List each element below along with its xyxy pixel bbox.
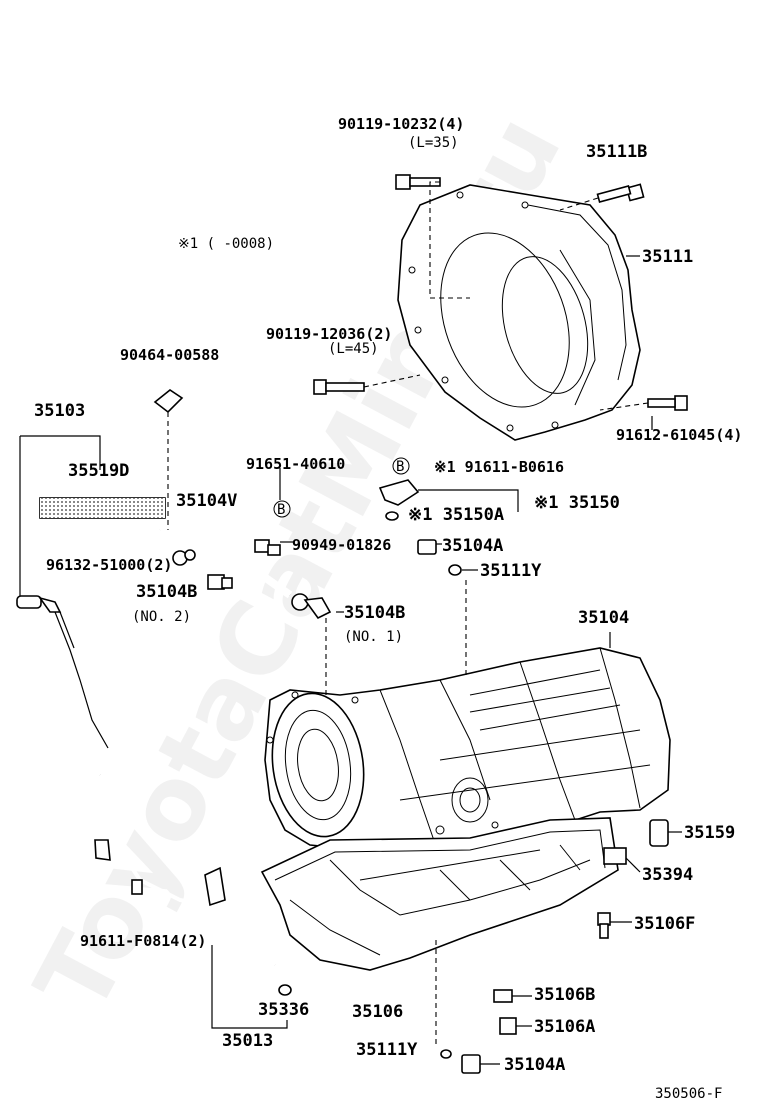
label-35394: 35394 — [642, 865, 693, 885]
bolt-35106F-icon — [597, 912, 611, 939]
label-35104B-no2: 35104B — [136, 582, 197, 602]
label-90119-12036: 90119-12036(2) — [266, 325, 392, 343]
plug-35159-icon — [649, 819, 669, 847]
breather-hose-drawing — [159, 525, 309, 611]
label-35336: 35336 — [258, 1000, 309, 1020]
plug-35104A-bottom-icon — [440, 1049, 481, 1074]
label-35104A-top: 35104A — [442, 536, 503, 556]
clip-90464-00588-icon — [153, 389, 184, 414]
label-91612-61045: 91612-61045(4) — [616, 426, 742, 444]
label-91611-B0616: ※1 91611-B0616 — [434, 458, 564, 476]
hose-clamp-96132-icon — [172, 549, 196, 566]
label-b-circle-2: B — [277, 502, 285, 518]
label-90119-12036-length: (L=45) — [328, 341, 379, 357]
plug-35106A-icon — [499, 1017, 517, 1035]
bolt-91612-61045-icon — [647, 395, 688, 411]
gasket-35106B-icon — [493, 989, 513, 1003]
label-b-circle-1: B — [396, 459, 404, 475]
o-ring-35111Y-top-icon — [448, 564, 462, 576]
label-35150A: ※1 35150A — [408, 505, 504, 525]
label-no1: (NO. 1) — [344, 629, 403, 645]
label-35150: ※1 35150 — [534, 493, 620, 513]
label-35111Y-bottom: 35111Y — [356, 1040, 418, 1060]
bolt-35111B-icon — [596, 183, 645, 203]
union-35104B-no1-icon — [303, 597, 332, 620]
label-35111: 35111 — [642, 247, 693, 267]
label-90949-01826: 90949-01826 — [292, 536, 391, 554]
label-35159: 35159 — [684, 823, 735, 843]
label-35106: 35106 — [352, 1002, 403, 1022]
label-no2: (NO. 2) — [132, 609, 191, 625]
sensor-35150-icon — [378, 479, 420, 521]
label-35519D: 35519D — [68, 461, 129, 481]
part-35394-icon — [603, 847, 627, 865]
label-35103: 35103 — [34, 401, 85, 421]
label-35013: 35013 — [222, 1031, 273, 1051]
plug-35104A-top-icon — [417, 539, 437, 555]
label-90464-00588: 90464-00588 — [120, 346, 219, 364]
label-35104B-no1: 35104B — [344, 603, 405, 623]
label-90119-10232: 90119-10232(4) — [338, 115, 464, 133]
label-35104V: 35104V — [176, 491, 237, 511]
label-35111Y-top: 35111Y — [480, 561, 542, 581]
label-35106B: 35106B — [534, 985, 595, 1005]
label-90119-10232-length: (L=35) — [408, 135, 459, 151]
note-applicability: ※1 ( -0008) — [178, 236, 274, 252]
label-35104A-bottom: 35104A — [504, 1055, 565, 1075]
transmission-case-drawing — [264, 647, 671, 861]
label-35111B: 35111B — [586, 142, 647, 162]
label-35106A: 35106A — [534, 1017, 595, 1037]
diagram-code: 350506-F — [655, 1086, 722, 1102]
bell-housing-drawing — [397, 184, 641, 441]
label-35104: 35104 — [578, 608, 629, 628]
o-ring-35336-icon — [278, 984, 292, 996]
dipstick-35103-drawing — [16, 595, 109, 749]
label-96132-51000: 96132-51000(2) — [46, 556, 172, 574]
label-91651-40610: 91651-40610 — [246, 455, 345, 473]
oil-filler-tube-35013-drawing — [94, 774, 277, 966]
oil-pan-drawing — [260, 817, 619, 971]
clamp-90949-01826-icon — [254, 539, 281, 556]
label-91611-F0814: 91611-F0814(2) — [80, 932, 206, 950]
label-plate-35519D-icon — [39, 497, 166, 519]
union-35104B-no2-icon — [207, 574, 233, 590]
label-35106F: 35106F — [634, 914, 695, 934]
